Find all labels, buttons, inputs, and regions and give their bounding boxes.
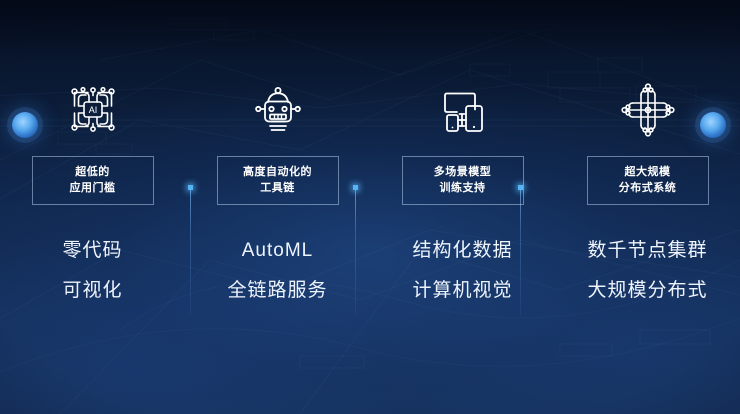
feature-item: 计算机视觉 bbox=[412, 280, 513, 301]
feature-item: 可视化 bbox=[62, 280, 123, 301]
feature-item: 全链路服务 bbox=[227, 280, 328, 301]
feature-label-line: 训练支持 bbox=[439, 182, 486, 194]
divider-dot-icon bbox=[188, 185, 193, 190]
divider-dot-icon bbox=[353, 185, 358, 190]
feature-label-box: 多场景模型 训练支持 bbox=[401, 156, 524, 205]
robot-head-icon bbox=[250, 82, 306, 138]
feature-label-line: 工具链 bbox=[260, 182, 295, 194]
ai-chip-icon: AI bbox=[65, 82, 121, 138]
feature-label-box: 高度自动化的 工具链 bbox=[216, 156, 339, 205]
feature-items: 结构化数据 计算机视觉 bbox=[412, 231, 512, 311]
feature-column-automation: 高度自动化的 工具链 AutoML 全链路服务 bbox=[185, 0, 370, 414]
svg-text:AI: AI bbox=[88, 105, 97, 115]
column-divider-1 bbox=[188, 185, 193, 316]
feature-label-line: 高度自动化的 bbox=[243, 166, 312, 178]
feature-label-line: 超低的 bbox=[75, 166, 110, 178]
feature-items: 零代码 可视化 bbox=[62, 231, 122, 311]
feature-label-line: 超大规模 bbox=[624, 166, 671, 178]
column-divider-3 bbox=[518, 185, 523, 316]
right-glow-node bbox=[700, 112, 726, 138]
feature-items: 数千节点集群 大规模分布式 bbox=[587, 231, 707, 311]
feature-label-line: 分布式系统 bbox=[618, 182, 677, 194]
feature-item: AutoML bbox=[241, 240, 314, 261]
feature-label-box: 超低的 应用门槛 bbox=[31, 156, 154, 205]
feature-column-distributed: 超大规模 分布式系统 数千节点集群 大规模分布式 bbox=[555, 0, 740, 414]
feature-item: 数千节点集群 bbox=[587, 240, 708, 261]
left-glow-node bbox=[12, 112, 38, 138]
feature-column-multi-scenario: 多场景模型 训练支持 结构化数据 计算机视觉 bbox=[370, 0, 555, 414]
feature-label-line: 多场景模型 bbox=[433, 166, 492, 178]
multi-device-icon bbox=[435, 82, 491, 138]
feature-item: 大规模分布式 bbox=[587, 280, 708, 301]
feature-label-box: 超大规模 分布式系统 bbox=[586, 156, 709, 205]
feature-column-low-barrier: AI bbox=[0, 0, 185, 414]
column-divider-2 bbox=[353, 185, 358, 316]
feature-items: AutoML 全链路服务 bbox=[227, 231, 327, 311]
feature-item: 结构化数据 bbox=[412, 240, 513, 261]
feature-item: 零代码 bbox=[62, 240, 123, 261]
divider-dot-icon bbox=[518, 185, 523, 190]
feature-label-line: 应用门槛 bbox=[69, 182, 116, 194]
distributed-network-icon bbox=[619, 82, 677, 138]
